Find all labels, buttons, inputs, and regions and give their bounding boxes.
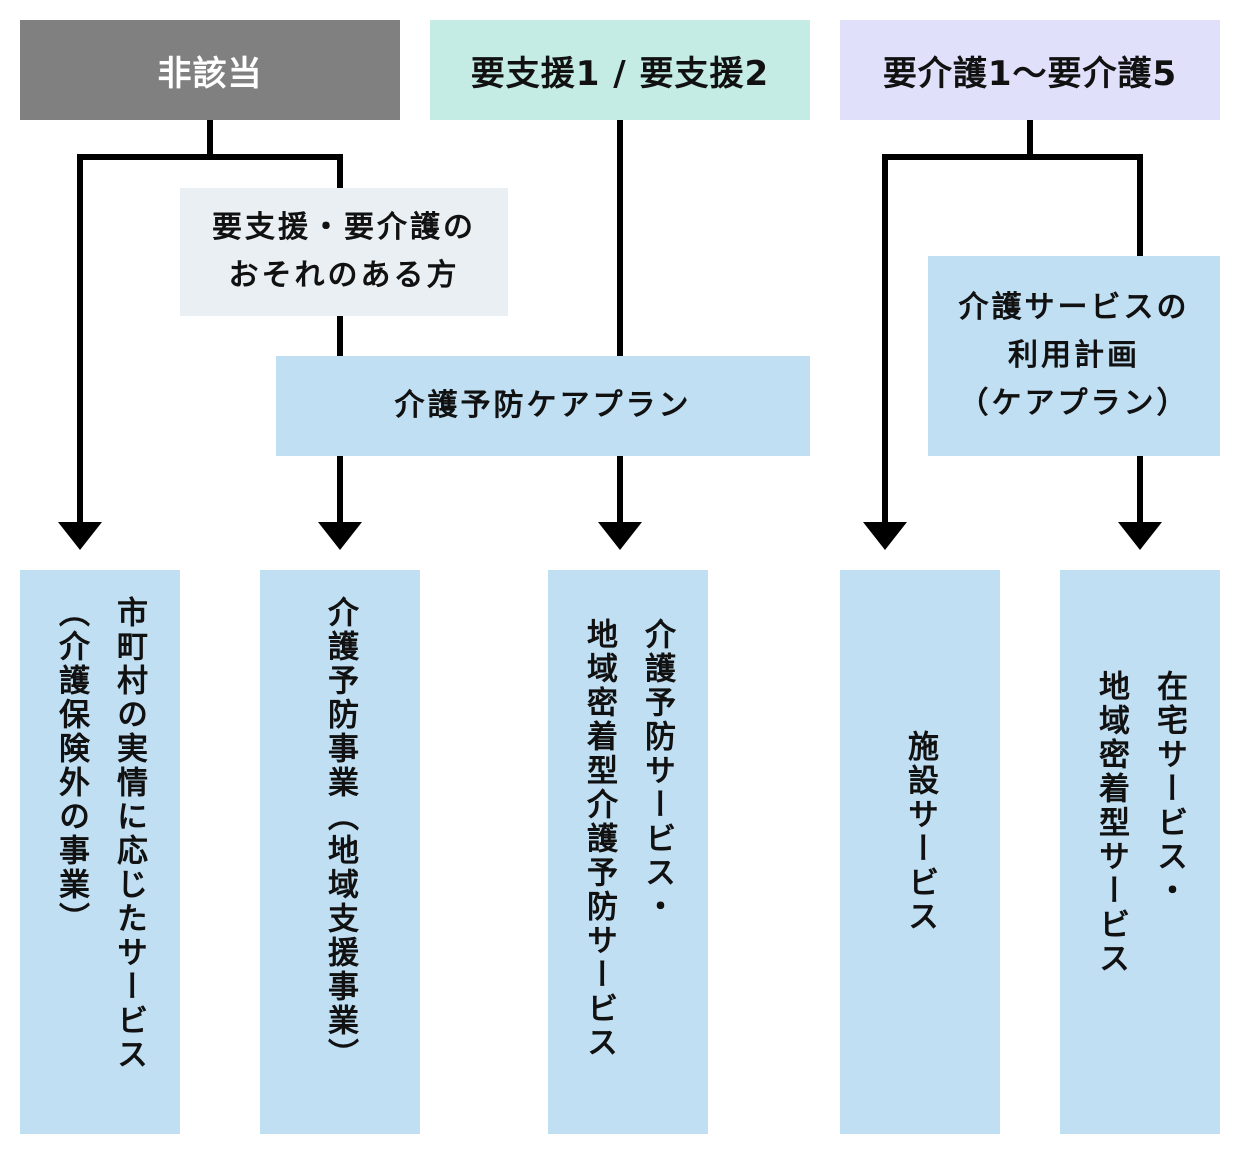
arrowhead-municipal	[58, 522, 102, 550]
service-home-line-1: 在宅サービス・	[1151, 670, 1187, 908]
line-to-care-plan	[1030, 154, 1143, 256]
care-plan-line-1: 介護サービスの	[958, 290, 1190, 325]
service-prevention-service-line-1: 介護予防サービス・	[639, 618, 675, 924]
service-prevention-service-box: 介護予防サービス・ 地域密着型介護予防サービス	[548, 570, 708, 1134]
at-risk-box: 要支援・要介護の おそれのある方	[180, 188, 508, 316]
header-non-applicable-label: 非該当	[157, 53, 263, 94]
at-risk-line-1: 要支援・要介護の	[212, 210, 476, 245]
service-municipal-line-2: （介護保険外の事業）	[53, 596, 89, 936]
header-support: 要支援1 / 要支援2	[430, 20, 810, 120]
header-care: 要介護1～要介護5	[840, 20, 1220, 120]
at-risk-line-2: おそれのある方	[228, 258, 460, 293]
care-plan-box: 介護サービスの 利用計画 （ケアプラン）	[928, 256, 1220, 456]
service-prevention-service-line-2: 地域密着型介護予防サービス	[581, 618, 617, 1060]
arrowhead-facility	[863, 522, 907, 550]
prevention-plan-box: 介護予防ケアプラン	[276, 356, 810, 456]
arrowhead-home	[1118, 522, 1162, 550]
service-prevention-service-text: 介護予防サービス・ 地域密着型介護予防サービス	[570, 618, 686, 1060]
line-to-at-risk	[207, 154, 343, 188]
service-home-box: 在宅サービス・ 地域密着型サービス	[1060, 570, 1220, 1134]
arrowhead-prevention-service	[598, 522, 642, 550]
prevention-plan-label: 介護予防ケアプラン	[394, 388, 692, 423]
care-plan-line-3: （ケアプラン）	[958, 386, 1190, 421]
service-municipal-box: 市町村の実情に応じたサービス （介護保険外の事業）	[20, 570, 180, 1134]
care-plan-line-2: 利用計画	[1008, 338, 1140, 373]
header-care-label: 要介護1～要介護5	[882, 53, 1178, 94]
service-facility-line-1: 施設サービス	[902, 730, 938, 934]
service-prevention-project-text: 介護予防事業（地域支援事業）	[311, 596, 369, 1072]
service-facility-text: 施設サービス	[891, 730, 949, 934]
line-to-municipal	[77, 154, 207, 522]
service-home-text: 在宅サービス・ 地域密着型サービス	[1082, 670, 1198, 976]
service-facility-box: 施設サービス	[840, 570, 1000, 1134]
service-municipal-line-1: 市町村の実情に応じたサービス	[111, 596, 147, 1072]
header-support-label: 要支援1 / 要支援2	[470, 53, 770, 94]
line-to-facility	[882, 154, 1030, 522]
service-home-line-2: 地域密着型サービス	[1093, 670, 1129, 976]
header-non-applicable: 非該当	[20, 20, 400, 120]
service-municipal-text: 市町村の実情に応じたサービス （介護保険外の事業）	[42, 596, 158, 1072]
service-prevention-project-line-1: 介護予防事業（地域支援事業）	[322, 596, 358, 1072]
arrowhead-prevention-project	[318, 522, 362, 550]
service-prevention-project-box: 介護予防事業（地域支援事業）	[260, 570, 420, 1134]
